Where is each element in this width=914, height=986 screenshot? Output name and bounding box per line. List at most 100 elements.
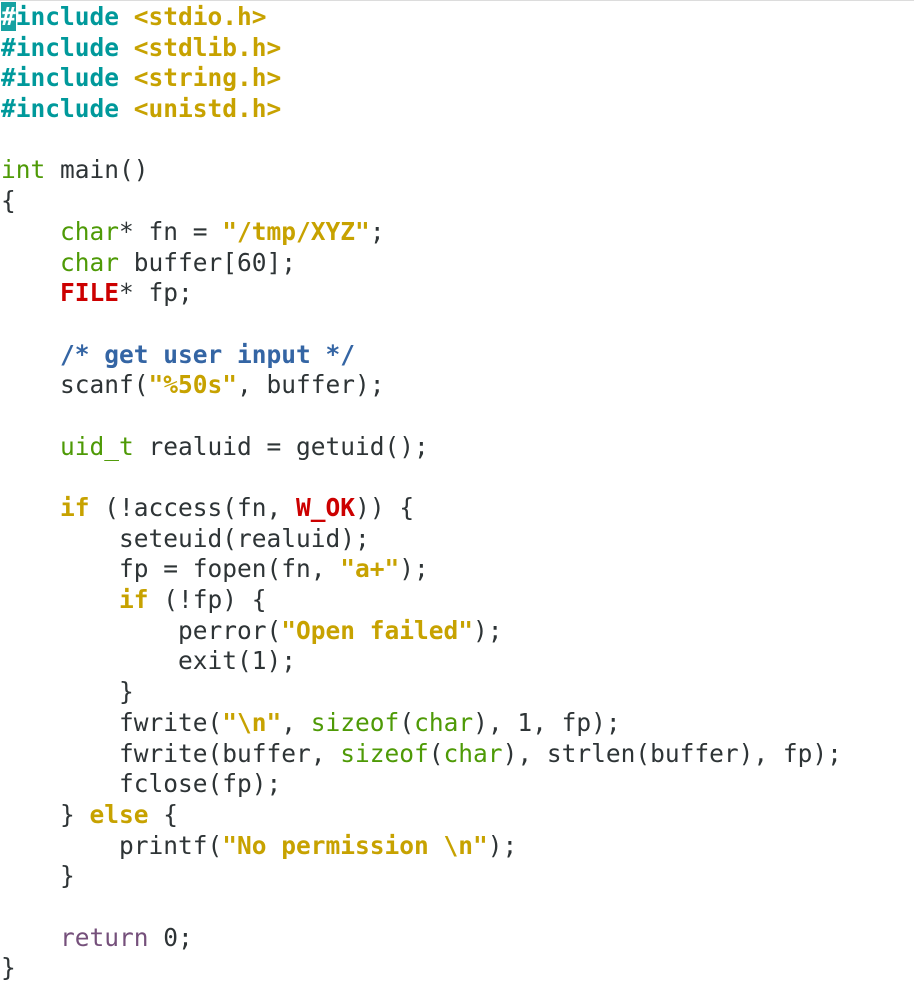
code-line (1, 125, 842, 156)
code-token: } (1, 799, 90, 829)
code-token: <string.h> (133, 63, 282, 93)
code-token: FILE (60, 278, 120, 308)
code-token: sizeof (310, 707, 400, 737)
code-token (1, 432, 60, 461)
code-token (119, 94, 134, 123)
code-token: (!access(fn, (89, 493, 297, 522)
code-line: #include <unistd.h> (1, 94, 842, 125)
code-line: #include <stdlib.h> (1, 33, 842, 64)
code-line (1, 892, 842, 923)
code-line: seteuid(realuid); (1, 524, 842, 555)
code-token (1, 278, 60, 307)
code-token: "No permission \n" (222, 830, 488, 860)
code-token (1, 493, 60, 522)
code-token: fwrite(buffer, (1, 738, 341, 768)
code-token: char (60, 247, 120, 277)
code-token: <stdio.h> (133, 2, 267, 31)
code-token: #include (1, 94, 120, 124)
code-token: "\n" (222, 707, 282, 737)
code-line: uid_t realuid = getuid(); (1, 432, 842, 463)
code-token: W_OK (296, 493, 356, 522)
code-line: { (1, 186, 842, 217)
code-token: 0; (148, 922, 193, 952)
code-line: if (!fp) { (1, 585, 842, 616)
code-token: int (1, 155, 46, 185)
code-line: scanf("%50s", buffer); (1, 370, 842, 401)
code-line: } (1, 861, 842, 892)
code-token: char (443, 738, 503, 768)
code-line: char* fn = "/tmp/XYZ"; (1, 217, 842, 248)
code-token: ), 1, fp); (473, 707, 621, 737)
code-line (1, 401, 842, 432)
code-line: } (1, 953, 842, 984)
code-token: "%50s" (148, 370, 238, 400)
text-cursor: # (1, 2, 16, 31)
code-token: } (1, 953, 16, 983)
code-token: #include (1, 63, 120, 93)
code-token: ( (399, 707, 415, 737)
code-token: fp = fopen(fn, (1, 554, 341, 584)
code-token (1, 248, 60, 277)
code-token: ( (428, 738, 444, 768)
code-line: } else { (1, 800, 842, 831)
code-token: , (281, 707, 311, 737)
code-line: fwrite(buffer, sizeof(char), strlen(buff… (1, 739, 842, 770)
code-token: buffer[60]; (119, 247, 297, 277)
code-token: seteuid(realuid); (1, 523, 370, 553)
code-token (1, 217, 60, 246)
code-line: fp = fopen(fn, "a+"); (1, 554, 842, 585)
code-line: char buffer[60]; (1, 248, 842, 279)
code-token: scanf( (1, 370, 149, 400)
code-line: int main() (1, 155, 842, 186)
code-token: realuid = getuid(); (133, 431, 429, 461)
code-token: /* get user input */ (60, 339, 356, 369)
code-token: <stdlib.h> (133, 32, 282, 62)
code-token: main() (45, 155, 149, 185)
code-line: /* get user input */ (1, 340, 842, 371)
code-token: , buffer); (237, 370, 385, 400)
code-token: ); (473, 615, 503, 645)
code-token: } (1, 861, 75, 891)
code-line: FILE* fp; (1, 278, 842, 309)
code-token: perror( (1, 615, 282, 645)
code-token: { (1, 186, 16, 216)
code-line: fclose(fp); (1, 769, 842, 800)
code-token: sizeof (340, 738, 429, 768)
code-token (119, 2, 134, 31)
code-line (1, 309, 842, 340)
code-line: #include <stdio.h> (1, 2, 842, 33)
code-line: } (1, 677, 842, 708)
code-token: "/tmp/XYZ" (222, 216, 370, 246)
code-token: * fp; (119, 278, 193, 308)
code-line: perror("Open failed"); (1, 616, 842, 647)
code-token: ), strlen(buffer), fp); (502, 738, 842, 768)
code-token: if (60, 493, 90, 522)
code-token: ); (399, 554, 429, 584)
code-token (119, 33, 134, 62)
code-line (1, 462, 842, 493)
code-token (1, 585, 119, 614)
code-text-area[interactable]: #include <stdio.h>#include <stdlib.h>#in… (1, 2, 842, 984)
code-token: if (119, 585, 149, 615)
code-line: exit(1); (1, 646, 842, 677)
code-token: "a+" (340, 554, 400, 584)
code-token: else (89, 799, 149, 829)
code-token (119, 63, 134, 92)
code-token: char (414, 707, 474, 737)
code-token: fwrite( (1, 707, 223, 737)
code-line: fwrite("\n", sizeof(char), 1, fp); (1, 708, 842, 739)
code-line: #include <string.h> (1, 63, 842, 94)
code-token: char (60, 216, 120, 246)
code-line: printf("No permission \n"); (1, 831, 842, 862)
code-token: "Open failed" (281, 615, 474, 645)
code-token: uid_t (60, 431, 134, 461)
code-token: fclose(fp); (1, 769, 282, 799)
code-token: * fn = (119, 216, 223, 246)
code-line: return 0; (1, 923, 842, 954)
code-token: (!fp) { (148, 585, 267, 615)
code-token: <unistd.h> (133, 94, 282, 124)
code-token: { (148, 799, 179, 829)
code-token (1, 340, 60, 369)
code-token: } (1, 677, 134, 707)
